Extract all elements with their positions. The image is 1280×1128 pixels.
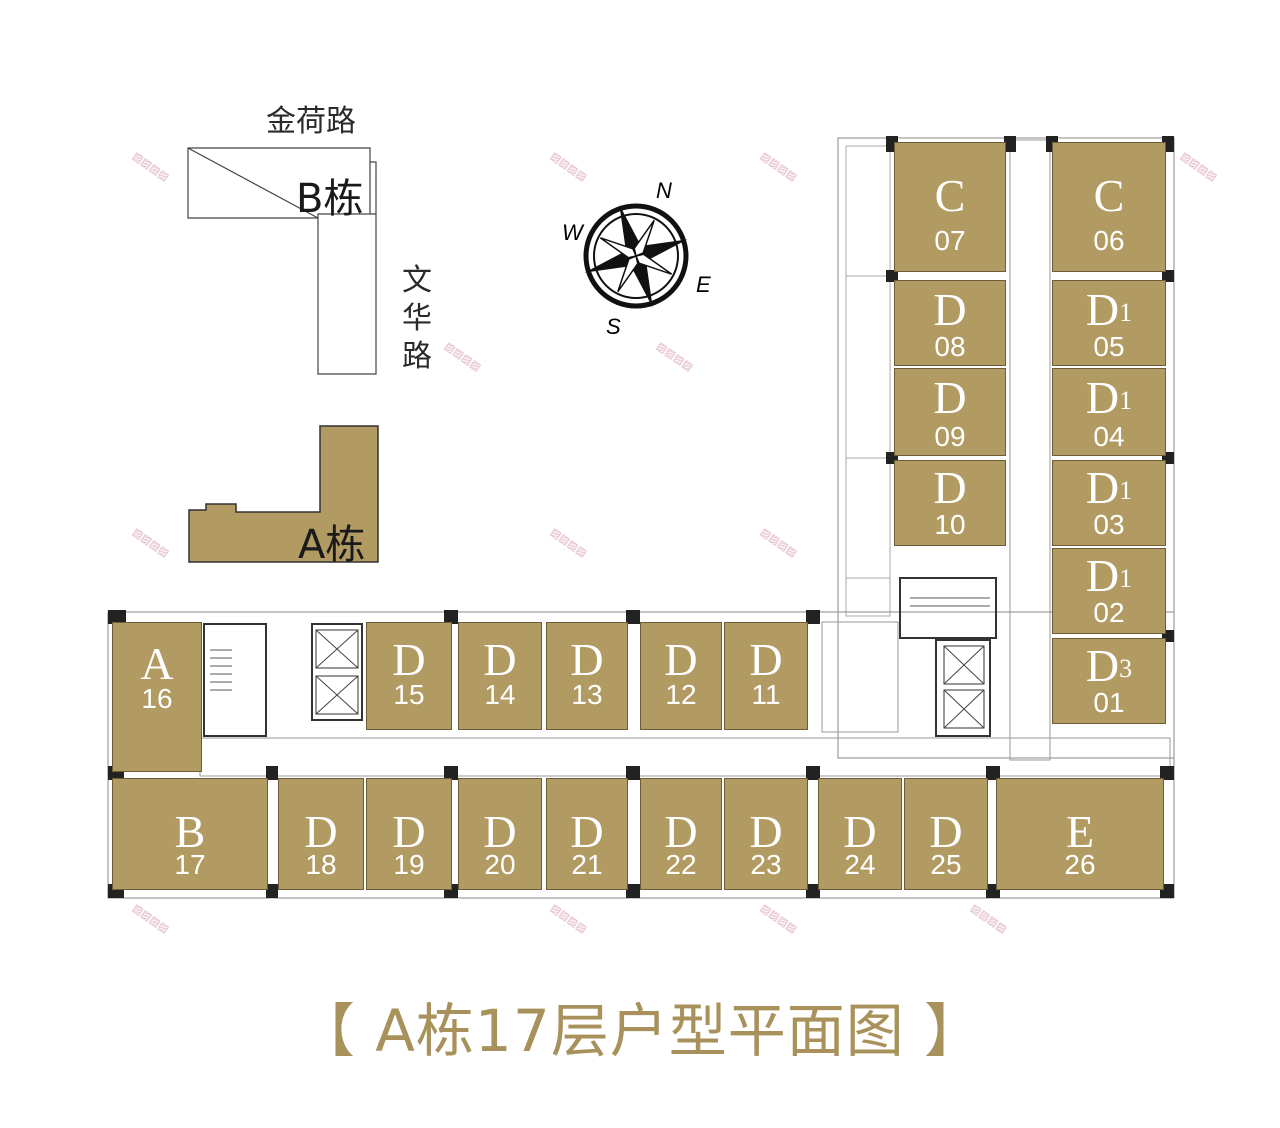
unit-d-19[interactable]: D 19 xyxy=(366,778,452,890)
compass-rose-icon xyxy=(583,203,689,309)
unit-type: D xyxy=(1085,284,1120,335)
unit-number: 08 xyxy=(934,331,966,362)
compass-n-label: N xyxy=(656,178,672,203)
unit-type: A xyxy=(140,638,174,689)
unit-type: D xyxy=(570,806,604,857)
unit-type: D xyxy=(392,806,426,857)
unit-number: 04 xyxy=(1093,421,1125,452)
site-map xyxy=(187,147,379,563)
unit-type: D xyxy=(483,806,517,857)
unit-number: 09 xyxy=(934,421,966,452)
unit-number: 01 xyxy=(1093,687,1125,718)
unit-number: 16 xyxy=(141,683,173,714)
unit-number: 11 xyxy=(751,679,781,710)
unit-number: 23 xyxy=(750,849,782,880)
unit-d-20[interactable]: D 20 xyxy=(458,778,542,890)
unit-d-24[interactable]: D 24 xyxy=(818,778,902,890)
road-label-east: 文华路 xyxy=(402,263,432,374)
unit-number: 24 xyxy=(844,849,876,880)
unit-type: D xyxy=(1085,462,1120,513)
unit-c-06[interactable]: C 06 xyxy=(1052,142,1166,272)
unit-d1-04[interactable]: D1 04 xyxy=(1052,368,1166,456)
unit-type: C xyxy=(1093,170,1125,221)
unit-number: 17 xyxy=(174,849,206,880)
unit-type: B xyxy=(174,806,206,857)
unit-number: 07 xyxy=(934,225,966,256)
unit-number: 02 xyxy=(1093,597,1125,628)
unit-number: 05 xyxy=(1093,331,1125,362)
unit-e-26[interactable]: E 26 xyxy=(996,778,1164,890)
building-a-label: A栋 xyxy=(298,522,366,568)
plan-title: 【 A栋17层户型平面图 】 xyxy=(296,997,984,1065)
unit-type: D xyxy=(570,634,604,685)
unit-type: D xyxy=(933,462,967,513)
unit-number: 25 xyxy=(930,849,962,880)
unit-type: D xyxy=(929,806,963,857)
unit-number: 06 xyxy=(1093,225,1125,256)
unit-type: D xyxy=(933,284,967,335)
unit-type: D xyxy=(1085,372,1120,423)
building-b-label: B栋 xyxy=(296,176,364,222)
unit-type: D xyxy=(664,806,698,857)
unit-sub: 1 xyxy=(1119,564,1133,593)
unit-d-21[interactable]: D 21 xyxy=(546,778,628,890)
unit-number: 03 xyxy=(1093,509,1125,540)
unit-d-10[interactable]: D 10 xyxy=(894,460,1006,546)
unit-d-18[interactable]: D 18 xyxy=(278,778,364,890)
unit-number: 21 xyxy=(571,849,603,880)
unit-type: D xyxy=(1085,640,1120,691)
unit-d1-05[interactable]: D1 05 xyxy=(1052,280,1166,366)
unit-d-22[interactable]: D 22 xyxy=(640,778,722,890)
unit-type: D xyxy=(749,806,783,857)
unit-type: D xyxy=(483,634,517,685)
unit-type: D xyxy=(1085,550,1120,601)
unit-sub: 1 xyxy=(1119,476,1133,505)
compass-w-label: W xyxy=(562,220,583,245)
unit-d-23[interactable]: D 23 xyxy=(724,778,808,890)
unit-number: 19 xyxy=(393,849,425,880)
unit-number: 20 xyxy=(484,849,516,880)
road-label-north: 金荷路 xyxy=(266,104,356,139)
unit-d-15[interactable]: D 15 xyxy=(366,622,452,730)
unit-d-12[interactable]: D 12 xyxy=(640,622,722,730)
unit-type: E xyxy=(1065,806,1095,857)
unit-a-16[interactable]: A 16 xyxy=(112,622,202,772)
unit-d-25[interactable]: D 25 xyxy=(904,778,988,890)
unit-number: 15 xyxy=(393,679,425,710)
unit-number: 14 xyxy=(484,679,516,710)
unit-c-07[interactable]: C 07 xyxy=(894,142,1006,272)
unit-sub: 3 xyxy=(1119,654,1133,683)
unit-sub: 1 xyxy=(1119,298,1133,327)
unit-type: D xyxy=(749,634,783,685)
unit-type: C xyxy=(934,170,966,221)
unit-d-08[interactable]: D 08 xyxy=(894,280,1006,366)
unit-type: D xyxy=(843,806,877,857)
unit-d3-01[interactable]: D3 01 xyxy=(1052,638,1166,724)
unit-d1-02[interactable]: D1 02 xyxy=(1052,548,1166,634)
building-b-outline xyxy=(187,147,377,375)
unit-type: D xyxy=(933,372,967,423)
building-a-shape xyxy=(188,425,379,563)
unit-d1-03[interactable]: D1 03 xyxy=(1052,460,1166,546)
unit-number: 22 xyxy=(665,849,697,880)
unit-b-17[interactable]: B 17 xyxy=(112,778,268,890)
unit-d-14[interactable]: D 14 xyxy=(458,622,542,730)
unit-type: D xyxy=(392,634,426,685)
unit-sub: 1 xyxy=(1119,386,1133,415)
unit-d-13[interactable]: D 13 xyxy=(546,622,628,730)
compass-e-label: E xyxy=(696,272,711,297)
unit-number: 26 xyxy=(1064,849,1096,880)
unit-number: 13 xyxy=(571,679,603,710)
unit-number: 18 xyxy=(305,849,337,880)
unit-d-11[interactable]: D 11 xyxy=(724,622,808,730)
compass-s-label: S xyxy=(606,314,621,339)
unit-type: D xyxy=(664,634,698,685)
unit-number: 10 xyxy=(934,509,966,540)
unit-d-09[interactable]: D 09 xyxy=(894,368,1006,456)
unit-type: D xyxy=(304,806,338,857)
unit-number: 12 xyxy=(665,679,697,710)
